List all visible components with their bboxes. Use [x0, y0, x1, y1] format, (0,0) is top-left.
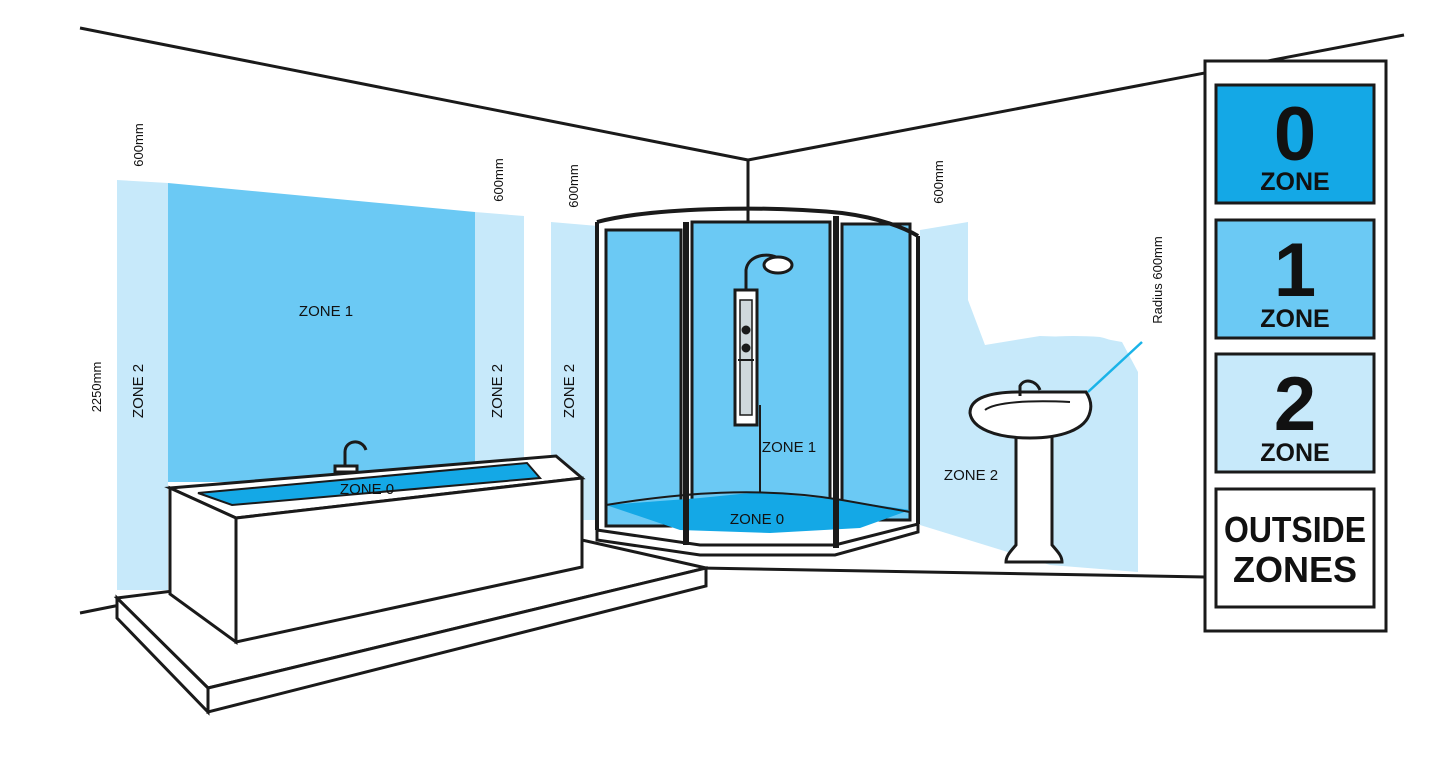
zone2-bath-right-wall	[475, 212, 524, 476]
legend-item-zone0: 0 ZONE	[1214, 83, 1376, 205]
label-shower-left-zone2: ZONE 2	[561, 364, 578, 418]
label-bath-zone0: ZONE 0	[340, 481, 394, 498]
shower-panel-left	[604, 228, 683, 528]
legend-swatch-zone1	[1214, 218, 1376, 340]
dimension-bath-right-width: 600mm	[491, 158, 506, 201]
dimension-shower-left-width: 600mm	[566, 164, 581, 207]
zone1-bath-wall	[168, 183, 475, 482]
label-bath-zone1: ZONE 1	[299, 303, 353, 320]
zone2-shower-left-wall	[551, 222, 598, 520]
legend-zone1-number: 1	[1274, 228, 1316, 313]
legend-zone1-word: ZONE	[1260, 305, 1329, 333]
shower-column-icon	[733, 253, 794, 427]
legend-zone2-number: 2	[1274, 362, 1316, 447]
label-bath-right-zone2: ZONE 2	[489, 364, 506, 418]
legend-item-outside: OUTSIDE ZONES	[1214, 487, 1376, 609]
radius-leader-line	[1087, 341, 1143, 393]
legend-zone0-number: 0	[1274, 92, 1316, 177]
basin-icon	[968, 379, 1093, 564]
legend-swatch-zone0	[1214, 83, 1376, 205]
dimension-basin-width: 600mm	[931, 160, 946, 203]
label-basin-zone2: ZONE 2	[944, 467, 998, 484]
dimension-bath-left-width: 600mm	[131, 123, 146, 166]
legend-swatch-outside	[1214, 487, 1376, 609]
legend-zone2-word: ZONE	[1260, 439, 1329, 467]
label-bath-left-zone2: ZONE 2	[130, 364, 147, 418]
zone2-bath-left-wall	[117, 180, 168, 590]
legend-item-zone1: 1 ZONE	[1214, 218, 1376, 340]
bath-platform	[113, 538, 708, 716]
legend: 0 ZONE 1 ZONE 2 ZONE OUTSIDE ZONES	[1203, 59, 1388, 633]
legend-zone0-word: ZONE	[1260, 168, 1329, 196]
shower-enclosure	[595, 206, 920, 557]
room-lines	[79, 26, 1405, 615]
dimension-basin-radius: Radius 600mm	[1150, 236, 1165, 323]
label-shower-zone0: ZONE 0	[730, 511, 784, 528]
dimension-height: 2250mm	[89, 362, 104, 413]
zone0-bath-water	[197, 461, 543, 507]
bath-tap-icon	[333, 440, 368, 474]
legend-outside-line2: ZONES	[1233, 549, 1357, 590]
legend-outside-line1: OUTSIDE	[1224, 509, 1366, 550]
label-shower-zone1: ZONE 1	[762, 439, 816, 456]
legend-swatch-zone2	[1214, 352, 1376, 474]
bathtub	[164, 454, 586, 645]
legend-item-zone2: 2 ZONE	[1214, 352, 1376, 474]
shower-panel-right	[840, 222, 912, 522]
